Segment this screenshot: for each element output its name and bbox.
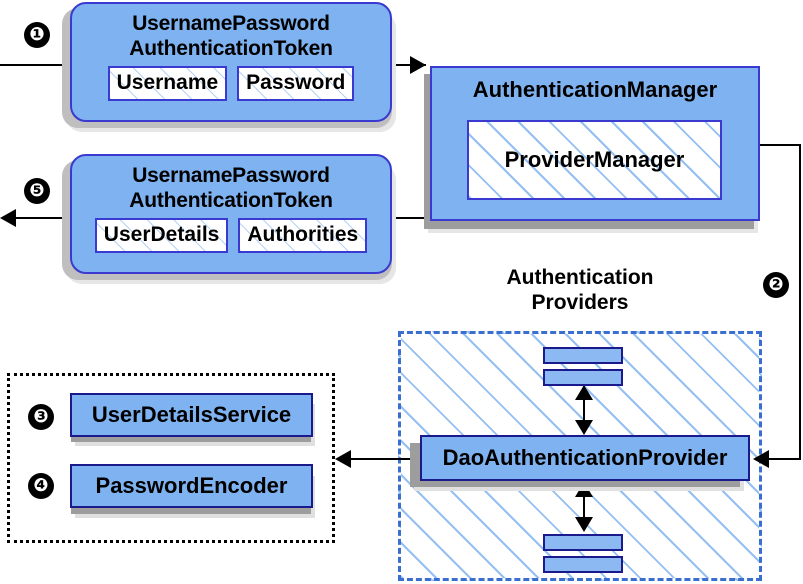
response-token-title-line2: AuthenticationToken: [129, 189, 333, 212]
provider-placeholder-3: [543, 534, 623, 551]
request-token-fields: Username Password: [72, 66, 390, 101]
arrowhead-into-dependencies: [335, 450, 351, 468]
authentication-providers-title-line2: Providers: [531, 291, 629, 314]
passwordencoder-box: PasswordEncoder: [70, 464, 313, 508]
provider-placeholder-4: [543, 556, 623, 573]
request-token-box: UsernamePassword AuthenticationToken Use…: [70, 2, 392, 122]
field-password: Password: [237, 66, 355, 101]
request-token-title: UsernamePassword AuthenticationToken: [72, 4, 390, 61]
authentication-providers-title-line1: Authentication: [506, 266, 654, 289]
dao-authentication-provider-box: DaoAuthenticationProvider: [420, 435, 750, 481]
authentication-providers-title: Authentication Providers: [470, 265, 690, 315]
provider-manager-box: ProviderManager: [467, 120, 722, 200]
arrowhead-response-out: [0, 209, 16, 227]
badge-step-3: ❸: [28, 404, 54, 430]
connector-provider-stack-bottom: [583, 487, 585, 527]
badge-step-2: ❷: [763, 272, 789, 298]
connector-provider-to-dependencies: [350, 458, 420, 460]
field-authorities: Authorities: [238, 218, 368, 253]
dependencies-container: [7, 373, 335, 543]
provider-placeholder-2: [543, 369, 623, 386]
connector-manager-right: [758, 144, 801, 146]
response-token-title-line1: UsernamePassword: [132, 164, 330, 187]
badge-step-4: ❹: [28, 473, 54, 499]
authentication-manager-title: AuthenticationManager: [472, 77, 718, 102]
provider-placeholder-1: [543, 347, 623, 364]
connector-request-in: [0, 64, 72, 66]
field-username: Username: [107, 66, 228, 101]
arrowhead-stack-top-up: [575, 385, 593, 400]
connector-provider-stack-top: [583, 392, 585, 432]
connector-manager-down: [799, 144, 801, 459]
connector-token-to-manager: [392, 64, 426, 66]
connector-into-provider: [768, 458, 801, 460]
badge-step-5: ❺: [24, 178, 50, 204]
response-token-box: UsernamePassword AuthenticationToken Use…: [70, 154, 392, 274]
arrowhead-into-provider: [753, 450, 769, 468]
badge-step-1: ❶: [24, 22, 50, 48]
connector-manager-to-token: [392, 217, 432, 219]
arrowhead-stack-bottom-down: [575, 517, 593, 532]
userdetailsservice-box: UserDetailsService: [70, 393, 313, 437]
request-token-title-line1: UsernamePassword: [132, 12, 330, 35]
field-userdetails: UserDetails: [94, 218, 229, 253]
arrowhead-into-manager: [410, 56, 426, 74]
request-token-title-line2: AuthenticationToken: [129, 37, 333, 60]
response-token-title: UsernamePassword AuthenticationToken: [72, 156, 390, 213]
response-token-fields: UserDetails Authorities: [72, 218, 390, 253]
arrowhead-stack-top-down: [575, 420, 593, 435]
